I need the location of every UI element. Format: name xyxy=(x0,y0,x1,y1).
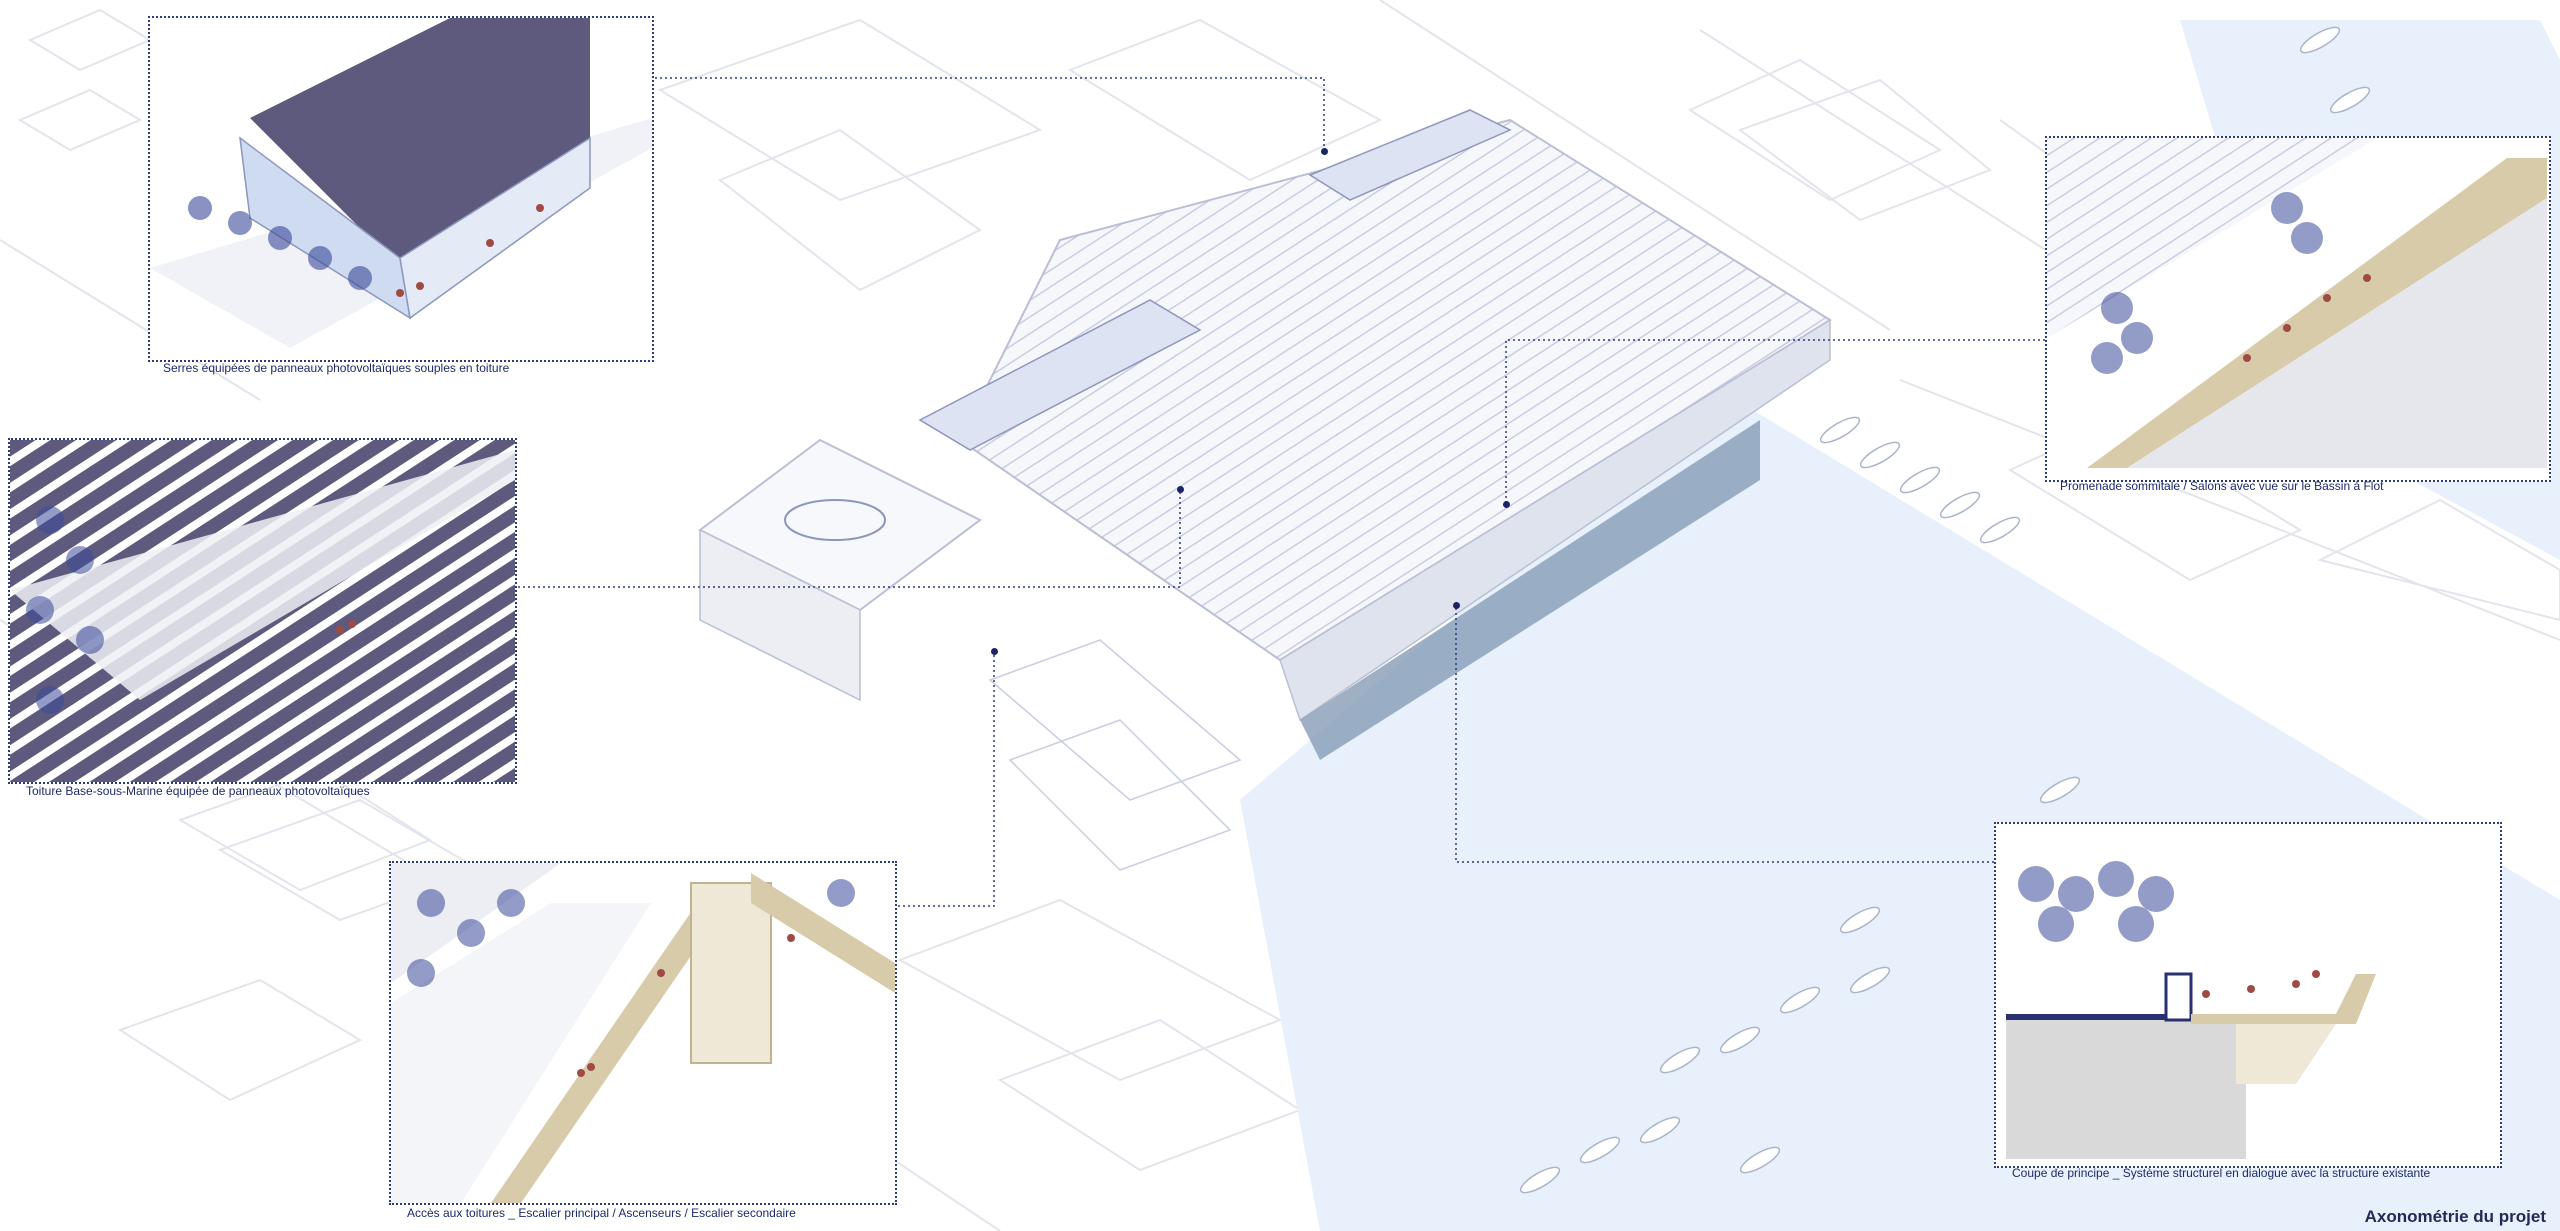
main-building xyxy=(698,109,1832,760)
connector-dot xyxy=(1453,602,1460,609)
caption-toiture: Toiture Base-sous-Marine équipée de pann… xyxy=(26,784,370,798)
leader-lines xyxy=(513,77,2045,907)
promenade-illustration xyxy=(2047,138,2549,480)
caption-serres: Serres équipées de panneaux photovoltaïq… xyxy=(163,361,510,375)
detail-panel-acces xyxy=(389,861,897,1205)
drawing-title: Axonométrie du projet xyxy=(2364,1207,2546,1226)
greenhouse-illustration xyxy=(150,18,652,348)
stair-access-illustration xyxy=(391,863,895,1203)
detail-panel-promenade xyxy=(2045,136,2551,482)
pv-roof-illustration xyxy=(10,440,515,782)
connector-dot xyxy=(1177,486,1184,493)
section-illustration xyxy=(1996,824,2500,1166)
detail-panel-serres xyxy=(148,16,654,362)
connector-dot xyxy=(1503,501,1510,508)
connector-dot xyxy=(991,648,998,655)
detail-panel-coupe xyxy=(1994,822,2502,1168)
detail-panel-toiture xyxy=(8,438,517,784)
caption-coupe: Coupe de principe _ Système structurel e… xyxy=(2012,1166,2431,1180)
caption-promenade: Promenade sommitale / Salons avec vue su… xyxy=(2060,479,2384,493)
caption-acces: Accès aux toitures _ Escalier principal … xyxy=(407,1206,796,1220)
connector-dot xyxy=(1321,148,1328,155)
parking xyxy=(988,639,1242,871)
